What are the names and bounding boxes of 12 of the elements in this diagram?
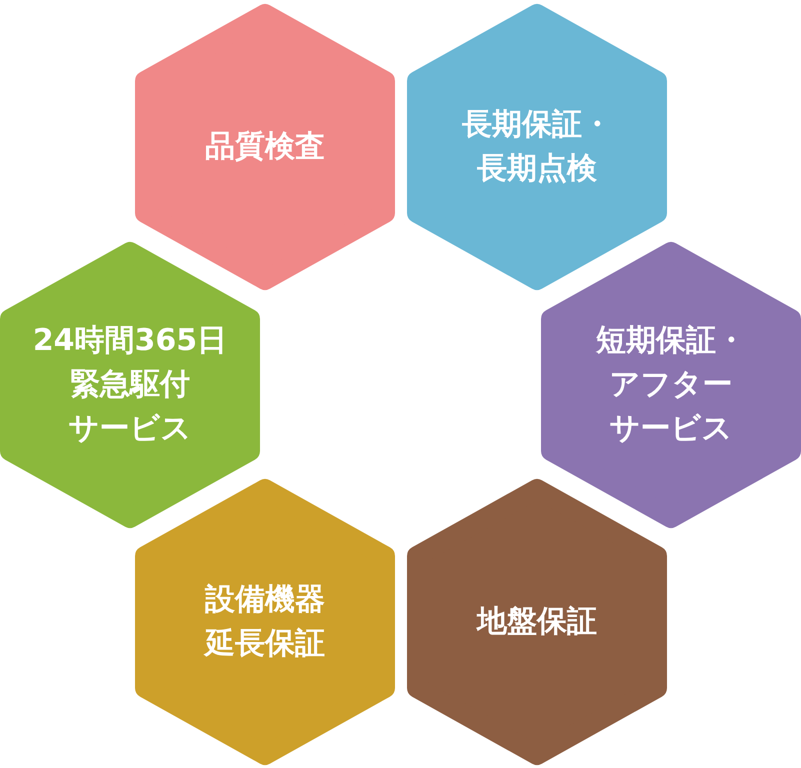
hexagon-label: 長期保証・長期点検 xyxy=(461,106,613,188)
hexagon xyxy=(541,240,801,530)
hexagon-label: 品質検査 xyxy=(204,128,326,166)
hexagon-label: 24時間365日緊急駆付サービス xyxy=(32,322,228,448)
hexagon xyxy=(135,477,395,767)
hexagon xyxy=(407,477,667,767)
hexagon-label: 設備機器延長保証 xyxy=(202,581,326,663)
hexagon xyxy=(135,2,395,292)
hexagon xyxy=(0,240,260,530)
hexagon xyxy=(407,2,667,292)
hexagon-label: 短期保証・アフターサービス xyxy=(594,322,747,448)
hexagon-label: 地盤保証 xyxy=(475,603,598,641)
